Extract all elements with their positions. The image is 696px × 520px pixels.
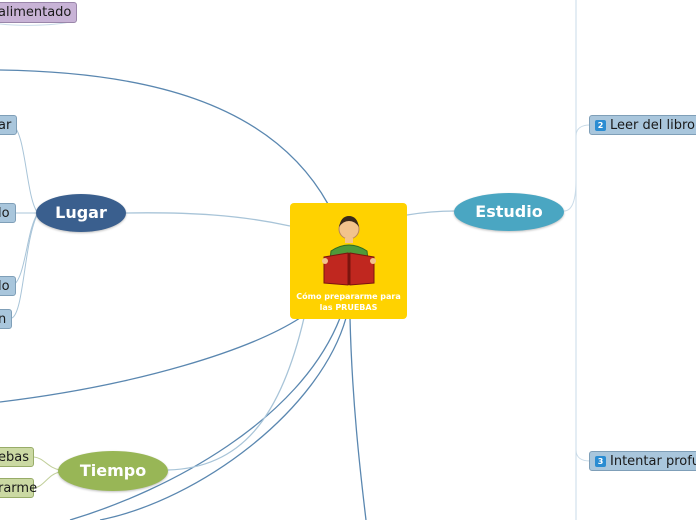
alimentado-node[interactable]: alimentado xyxy=(0,2,78,23)
connector-estudio-child-2 xyxy=(575,449,591,462)
connector-estudio xyxy=(406,210,456,216)
person-reading-book-icon xyxy=(322,216,376,286)
estudio-child-2-label: Intentar profu xyxy=(610,454,696,469)
alimentado-label: alimentado xyxy=(0,5,72,20)
connector-bottom xyxy=(349,317,367,520)
estudio-node[interactable]: Estudio xyxy=(454,193,564,231)
connector-lugar-child-1 xyxy=(11,124,39,214)
connector-estudio-trunk xyxy=(563,179,577,212)
tiempo-child-1-label: ebas xyxy=(0,450,29,465)
lugar-node[interactable]: Lugar xyxy=(36,194,126,232)
lugar-child-4[interactable]: n xyxy=(0,309,13,329)
lugar-child-1[interactable]: ar xyxy=(0,115,18,135)
connector-tiempo-child-1 xyxy=(33,456,61,471)
connector-bottom-left-2 xyxy=(99,317,347,520)
tiempo-child-2-label: rarme xyxy=(0,481,38,496)
estudio-child-1-label: Leer del libro xyxy=(610,118,695,133)
tiempo-child-2[interactable]: rarme xyxy=(0,478,38,498)
lugar-child-3-label: lo xyxy=(0,279,10,294)
lugar-child-3[interactable]: lo xyxy=(0,276,16,296)
connector-lugar-child-3 xyxy=(11,212,39,287)
tiempo-child-1[interactable]: ebas xyxy=(0,447,34,467)
connector-top-left xyxy=(0,69,329,205)
connector-tiempo xyxy=(167,317,305,471)
number-badge-icon: 2 xyxy=(595,120,606,131)
estudio-child-2[interactable]: 3 Intentar profu xyxy=(589,451,696,471)
estudio-label: Estudio xyxy=(475,202,543,221)
central-topic-title: Cómo prepararme para las PRUEBAS xyxy=(296,292,401,312)
connector-lugar xyxy=(125,212,291,227)
tiempo-node[interactable]: Tiempo xyxy=(58,451,168,491)
connector-lugar-child-4 xyxy=(11,212,39,319)
number-badge-icon: 3 xyxy=(595,456,606,467)
tiempo-label: Tiempo xyxy=(79,461,147,480)
connector-bottom-left xyxy=(69,317,341,520)
lugar-label: Lugar xyxy=(55,203,107,222)
lugar-child-2-label: lo xyxy=(0,206,10,221)
connector-mid-left xyxy=(0,317,301,403)
connector-tiempo-child-2 xyxy=(33,471,61,489)
central-topic[interactable]: Cómo prepararme para las PRUEBAS xyxy=(290,203,407,319)
estudio-child-1[interactable]: 2 Leer del libro xyxy=(589,115,696,135)
connector-estudio-child-1 xyxy=(575,124,591,137)
lugar-child-2[interactable]: lo xyxy=(0,203,16,223)
lugar-child-1-label: ar xyxy=(0,118,12,133)
lugar-child-4-label: n xyxy=(0,312,7,327)
